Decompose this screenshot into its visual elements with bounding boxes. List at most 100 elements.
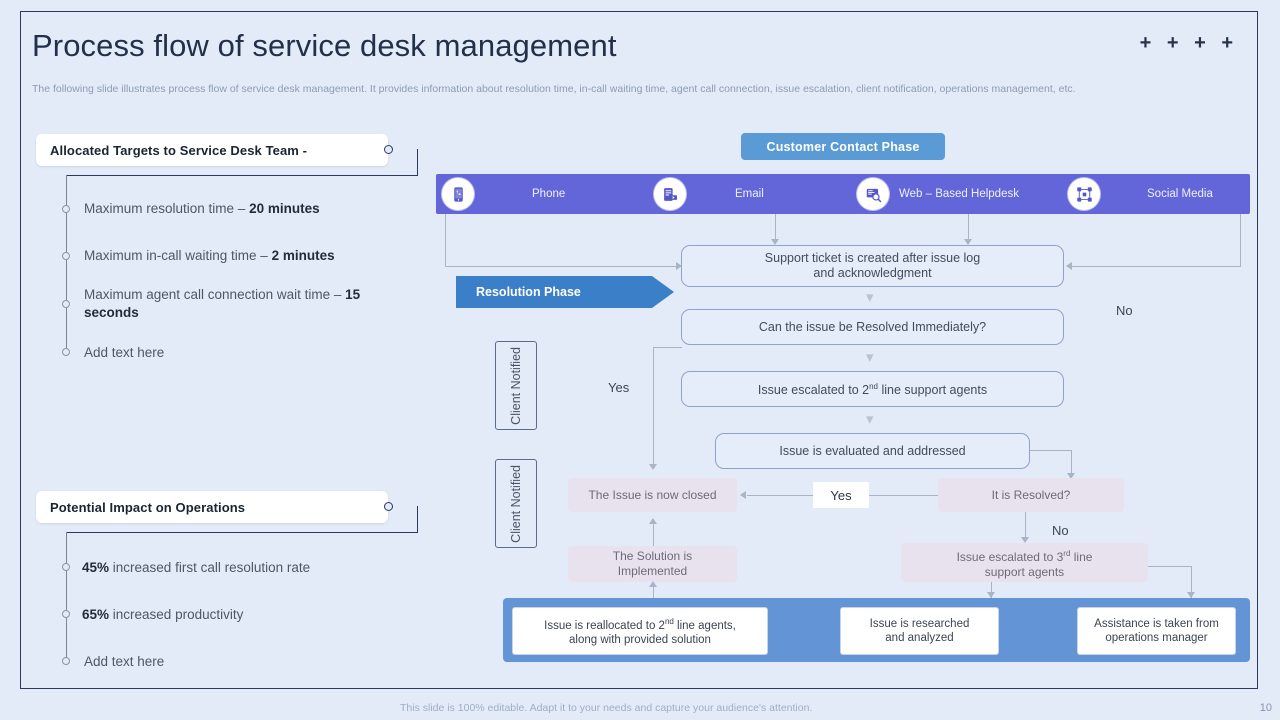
phase-pill-resolution[interactable]: Resolution Phase [456, 276, 674, 308]
panel-heading-potential-impact[interactable]: Potential Impact on Operations [36, 491, 388, 523]
connector-arrow [1067, 473, 1075, 479]
connector-arrow [649, 518, 657, 524]
bullet-bold: 20 minutes [249, 201, 320, 216]
connector-yes-h [653, 347, 682, 348]
connector-eval-v [1071, 450, 1072, 474]
bottom-text-line1: Assistance is taken from [1094, 618, 1219, 630]
bullet-item: Add text here [84, 344, 374, 362]
label-yes-middle: Yes [813, 482, 869, 508]
connector-eval-h [1030, 450, 1072, 451]
channel-email[interactable]: Email [654, 174, 764, 214]
connector-yes-closed-h [747, 495, 813, 496]
client-notified-box-2[interactable]: Client Notified [495, 459, 537, 548]
bullet-item: 65% increased productivity [82, 606, 402, 624]
footer-note: This slide is 100% editable. Adapt it to… [400, 702, 813, 714]
label-no-top: No [1116, 303, 1133, 318]
bullet-text: Add text here [84, 345, 165, 360]
bullet-item: Add text here [84, 653, 404, 671]
flow-box-text: Support ticket is created after issue lo… [765, 251, 980, 281]
bottom-box-text: Assistance is taken from operations mana… [1094, 617, 1219, 645]
connector-arrow [676, 262, 682, 270]
chevron-down-icon: ▾ [866, 349, 874, 366]
panel-connector-hook [392, 149, 418, 176]
connector-bottom-up-v [653, 582, 654, 601]
flow-box-text: Can the issue be Resolved Immediately? [758, 319, 987, 334]
connector-3rd-down-v [991, 582, 992, 598]
flow-box-escalate-3rd-line[interactable]: Issue escalated to 3rd line support agen… [901, 543, 1148, 582]
client-notified-label: Client Notified [508, 346, 523, 425]
flow-box-issue-closed[interactable]: The Issue is now closed [568, 478, 737, 512]
bullet-text: increased productivity [109, 607, 244, 622]
flow-text-line1: Issue escalated to 3rd line [956, 548, 1093, 564]
channel-label: Social Media [1147, 188, 1213, 200]
mobile-phone-icon [442, 178, 474, 210]
panel-connector-hook-2 [66, 532, 418, 533]
plus-decoration-icon: + + + + [1139, 32, 1238, 54]
channel-phone[interactable]: Phone [442, 174, 565, 214]
flow-box-text: Issue is evaluated and addressed [779, 443, 966, 458]
client-notified-box-1[interactable]: Client Notified [495, 341, 537, 430]
panel-connector-hook [392, 506, 418, 533]
connector-arrow [987, 592, 995, 598]
label-text: Yes [830, 487, 852, 503]
client-notified-label: Client Notified [508, 464, 523, 543]
bottom-box-reallocated[interactable]: Issue is reallocated to 2nd line agents,… [512, 607, 768, 655]
bullet-dot [62, 657, 70, 665]
flow-box-decision-resolve-immediately[interactable]: Can the issue be Resolved Immediately? [681, 309, 1064, 345]
phase-pill-customer-contact[interactable]: Customer Contact Phase [741, 133, 945, 160]
bottom-box-text: Issue is reallocated to 2nd line agents,… [544, 615, 736, 647]
bottom-box-researched[interactable]: Issue is researched and analyzed [840, 607, 999, 655]
flow-text-line2: and acknowledgment [813, 266, 932, 280]
bottom-box-assistance[interactable]: Assistance is taken from operations mana… [1077, 607, 1236, 655]
bottom-text-line2: and analyzed [885, 632, 954, 644]
panel-connector-knob [384, 145, 393, 154]
connector-yes-v [653, 347, 654, 465]
flow-box-text: The Issue is now closed [588, 487, 717, 502]
channel-label: Email [735, 188, 764, 200]
flow-box-evaluated-addressed[interactable]: Issue is evaluated and addressed [715, 433, 1030, 469]
panel-heading-allocated-targets[interactable]: Allocated Targets to Service Desk Team - [36, 134, 388, 166]
page-title: Process flow of service desk management [32, 28, 617, 63]
page-subtitle: The following slide illustrates process … [32, 83, 1076, 95]
flow-box-escalate-2nd-line[interactable]: Issue escalated to 2nd line support agen… [681, 371, 1064, 407]
panel-heading-label: Allocated Targets to Service Desk Team - [50, 142, 308, 158]
chevron-down-icon: ▾ [866, 289, 874, 306]
bullet-text: Maximum in-call waiting time – [84, 248, 272, 263]
connector-solution-up-v [653, 519, 654, 546]
channel-web-helpdesk[interactable]: Web – Based Helpdesk [857, 174, 1019, 214]
connector-web-v [968, 214, 969, 240]
flow-box-text: Issue escalated to 3rd line support agen… [957, 546, 1093, 580]
bottom-text-line2: along with provided solution [569, 633, 711, 646]
panel-connector-hook-2 [66, 175, 418, 176]
channel-label: Web – Based Helpdesk [899, 188, 1019, 200]
connector-arrow [964, 239, 972, 245]
bullet-bold: 15 seconds [84, 287, 361, 320]
channel-social-media[interactable]: Social Media [1068, 174, 1213, 214]
panel-rail [66, 175, 68, 355]
connector-arrow [649, 581, 657, 587]
connector-3rd-right-h [1148, 566, 1192, 567]
bottom-text-line2: operations manager [1105, 632, 1208, 644]
panel-heading-label: Potential Impact on Operations [50, 499, 246, 515]
connector-arrow [1187, 592, 1195, 598]
flow-box-support-ticket[interactable]: Support ticket is created after issue lo… [681, 245, 1064, 287]
bottom-text-line1: Issue is researched [869, 618, 970, 630]
bottom-text-line1: Issue is reallocated to 2nd line agents, [544, 617, 736, 632]
flow-box-text: The Solution is Implemented [613, 549, 692, 579]
bullet-bold: 45% [82, 560, 110, 575]
page-number: 10 [1259, 702, 1272, 714]
flow-box-solution-implemented[interactable]: The Solution is Implemented [568, 546, 737, 582]
panel-rail [66, 532, 68, 665]
bullet-text: Add text here [84, 654, 165, 669]
connector-social-v [1240, 214, 1241, 267]
phase-label: Resolution Phase [476, 285, 581, 299]
flow-text-line1: Support ticket is created after issue lo… [764, 251, 981, 265]
connector-email-v [775, 214, 776, 240]
flow-box-it-is-resolved[interactable]: It is Resolved? [938, 478, 1124, 512]
bullet-bold: 65% [82, 607, 110, 622]
flow-box-text: Issue escalated to 2nd line support agen… [757, 382, 988, 398]
panel-connector-knob [384, 502, 393, 511]
flow-box-text: It is Resolved? [991, 487, 1071, 502]
flow-text-line2: Implemented [617, 564, 688, 578]
